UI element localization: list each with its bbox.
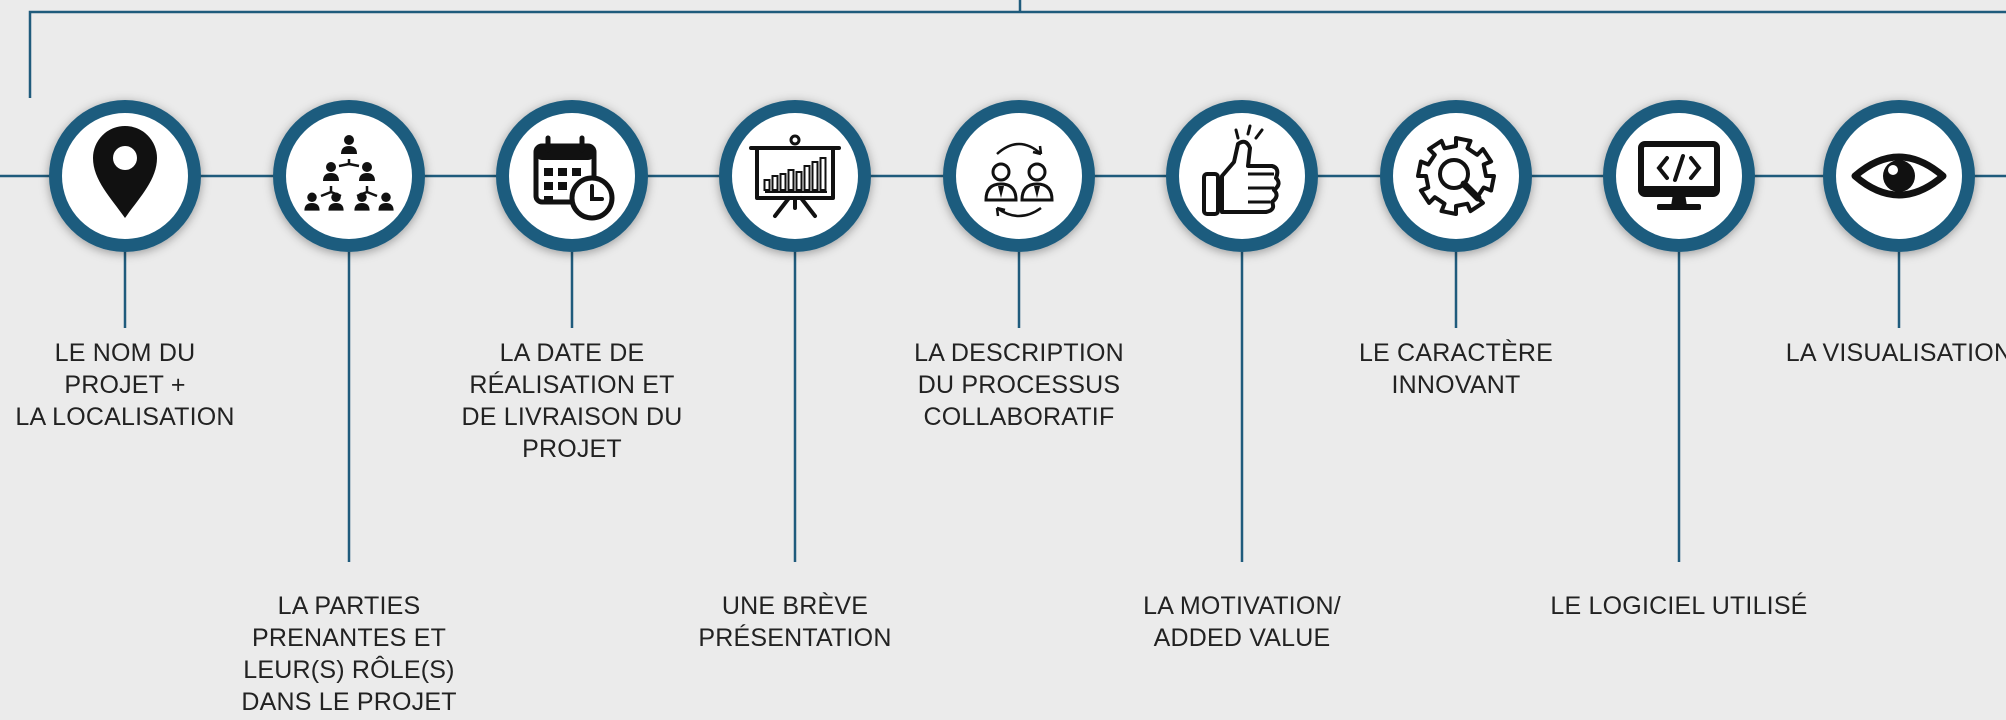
step-inner	[286, 113, 412, 239]
step-label-date-realisation: LA DATE DE RÉALISATION ET DE LIVRAISON D…	[461, 339, 683, 463]
step-inner	[956, 113, 1082, 239]
step-node-nom-localisation	[49, 100, 201, 252]
step-label-breve-presentation: UNE BRÈVE PRÉSENTATION	[698, 592, 892, 652]
step-label-caractere-innovant: LE CARACTÈRE INNOVANT	[1358, 339, 1554, 399]
step-label-nom-localisation: LE NOM DU PROJET + LA LOCALISATION	[15, 339, 235, 431]
step-node-caractere-innovant	[1380, 100, 1532, 252]
step-node-processus-collaboratif	[943, 100, 1095, 252]
step-label-parties-prenantes: LA PARTIES PRENANTES ET LEUR(S) RÔLE(S) …	[241, 592, 457, 716]
step-node-parties-prenantes	[273, 100, 425, 252]
thumbs-up-icon	[1202, 124, 1281, 216]
gear-search-icon	[1416, 136, 1496, 216]
step-node-date-realisation	[496, 100, 648, 252]
step-label-processus-collaboratif: LA DESCRIPTION DU PROCESSUS COLLABORATIF	[914, 339, 1124, 431]
eye-icon	[1851, 153, 1947, 199]
calendar-clock-icon	[533, 135, 615, 221]
top-bracket-line	[28, 10, 2006, 98]
step-inner	[1616, 113, 1742, 239]
step-label-visualisation: LA VISUALISATION	[1785, 339, 2006, 367]
step-label-logiciel-utilise: LE LOGICIEL UTILISÉ	[1550, 592, 1808, 620]
step-node-motivation	[1166, 100, 1318, 252]
step-node-logiciel-utilise	[1603, 100, 1755, 252]
collaboration-icon	[984, 142, 1054, 218]
organization-chart-icon	[304, 135, 394, 211]
presentation-board-icon	[749, 134, 841, 218]
step-inner	[732, 113, 858, 239]
step-label-motivation: LA MOTIVATION/ ADDED VALUE	[1143, 592, 1341, 652]
step-node-visualisation	[1823, 100, 1975, 252]
location-pin-icon	[93, 126, 157, 218]
step-inner	[1179, 113, 1305, 239]
code-monitor-icon	[1638, 141, 1720, 210]
step-node-breve-presentation	[719, 100, 871, 252]
